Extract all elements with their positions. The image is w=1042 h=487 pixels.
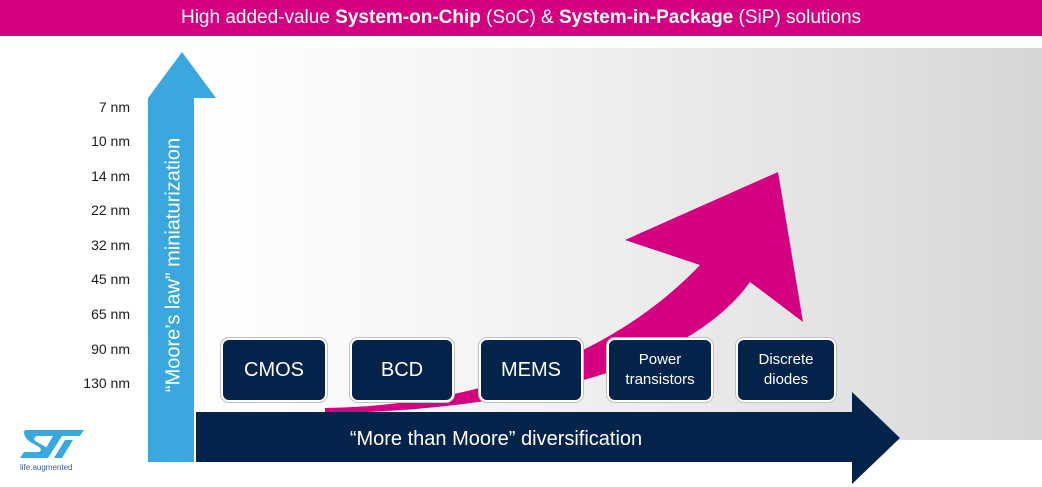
x-axis-label: “More than Moore” diversification: [349, 427, 643, 450]
banner-soc: System-on-Chip: [335, 7, 481, 28]
st-logo-mark: [20, 430, 84, 458]
tech-label: MEMS: [501, 358, 561, 381]
tech-label: CMOS: [244, 358, 304, 381]
horizontal-arrow: [196, 392, 900, 484]
node-label: 32 nm: [91, 237, 130, 253]
logo-tagline: life.augmented: [20, 463, 73, 472]
banner-sip: System-in-Package: [559, 7, 734, 28]
y-axis-label: “Moore’s law” miniaturization: [162, 137, 185, 393]
node-label: 14 nm: [91, 168, 130, 184]
banner-middle: (SoC) &: [480, 7, 559, 28]
tech-label: Power transistors: [625, 351, 695, 388]
st-logo: [20, 430, 84, 458]
banner-prefix: High added-value: [180, 7, 336, 28]
tech-box-discrete-diodes: Discrete diodes: [736, 338, 836, 402]
tech-label: Discrete diodes: [758, 351, 814, 388]
tech-box-power-transistors: Power transistors: [607, 338, 713, 402]
node-label: 130 nm: [83, 375, 130, 391]
node-label: 45 nm: [91, 271, 130, 287]
title-banner: High added-value System-on-Chip (SoC) & …: [0, 0, 1042, 36]
vertical-arrow: [148, 52, 216, 462]
tech-box-cmos: CMOS: [221, 338, 327, 402]
tech-label: BCD: [380, 358, 424, 381]
node-label: 10 nm: [91, 133, 130, 149]
node-label: 90 nm: [91, 341, 130, 357]
tech-box-mems: MEMS: [479, 338, 583, 402]
tech-box-bcd: BCD: [350, 338, 454, 402]
banner-suffix: (SiP) solutions: [733, 7, 862, 28]
node-label: 7 nm: [98, 99, 130, 115]
growth-arrow: [325, 172, 803, 413]
node-label: 22 nm: [91, 202, 130, 218]
node-label: 65 nm: [91, 306, 130, 322]
